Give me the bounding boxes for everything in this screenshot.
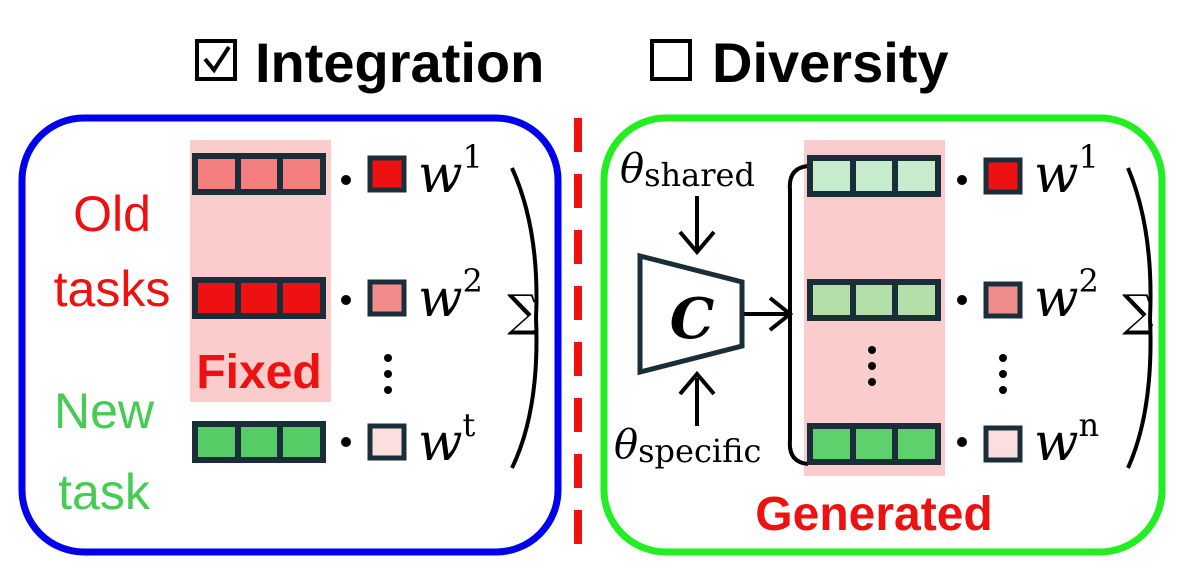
generator-label: C: [670, 286, 715, 352]
right-weight-label-2: w2: [1034, 262, 1099, 329]
right-closing-bracket: [1126, 167, 1153, 469]
dot-operator: [341, 437, 351, 447]
right-embedding-row-2: [807, 279, 941, 321]
check-mark-icon: [203, 45, 231, 74]
dot-operator: [341, 175, 351, 185]
right-embedding-row-1: [807, 155, 941, 197]
new-task-label-line2: task: [58, 464, 151, 520]
right-weight-square-1: [983, 157, 1023, 195]
old-tasks-label-line2: tasks: [54, 261, 171, 317]
right-weight-label-n: wn: [1034, 406, 1099, 473]
weight-label-2: w2: [418, 262, 483, 329]
left-closing-bracket: [510, 167, 539, 469]
weight-label-1: w1: [418, 138, 483, 205]
left-sum-symbol: ∑: [507, 286, 538, 337]
right-opening-bracket: [787, 164, 809, 466]
header: Integration Diversity: [195, 31, 949, 94]
shared-arrow-head-icon: [678, 230, 716, 256]
dot-operator: [957, 437, 967, 447]
left-panel: Old tasks New task Fixed w1 w2: [18, 114, 562, 556]
old-tasks-label-line1: Old: [73, 186, 151, 242]
right-embedding-row-n: [807, 423, 941, 465]
right-weight-square-2: [983, 281, 1023, 319]
diversity-checkbox-icon: [650, 39, 692, 81]
left-vdots: [384, 354, 392, 394]
right-vdots-weights: [999, 354, 1007, 394]
left-embedding-row-2: [192, 277, 326, 319]
right-weight-label-1: w1: [1034, 138, 1099, 205]
theta-shared-label: θshared: [620, 146, 755, 194]
right-panel-border: [600, 114, 1166, 556]
generated-label: Generated: [755, 488, 992, 541]
left-embedding-row-1: [192, 153, 326, 195]
weight-square-2: [367, 279, 407, 317]
right-sum-symbol: ∑: [1122, 286, 1153, 337]
integration-checkbox-icon: [195, 39, 237, 81]
theta-specific-label: θspecific: [614, 422, 761, 470]
fixed-label: Fixed: [196, 346, 321, 399]
diversity-label: Diversity: [712, 31, 949, 94]
dot-operator: [341, 295, 351, 305]
new-task-label-line1: New: [54, 383, 155, 439]
integration-label: Integration: [255, 31, 544, 94]
specific-arrow-head-icon: [678, 370, 716, 396]
right-vdots-embeddings: [868, 346, 876, 386]
right-weight-square-n: [983, 425, 1023, 463]
left-panel-border: [18, 114, 562, 556]
weight-square-1: [367, 155, 407, 193]
left-embedding-row-t: [192, 421, 326, 463]
dot-operator: [957, 175, 967, 185]
generator-block: [637, 252, 745, 376]
right-panel: θshared C θspecific w1 w2: [600, 114, 1166, 556]
dot-operator: [957, 295, 967, 305]
weight-label-t: wt: [418, 406, 476, 473]
weight-square-t: [367, 423, 407, 461]
